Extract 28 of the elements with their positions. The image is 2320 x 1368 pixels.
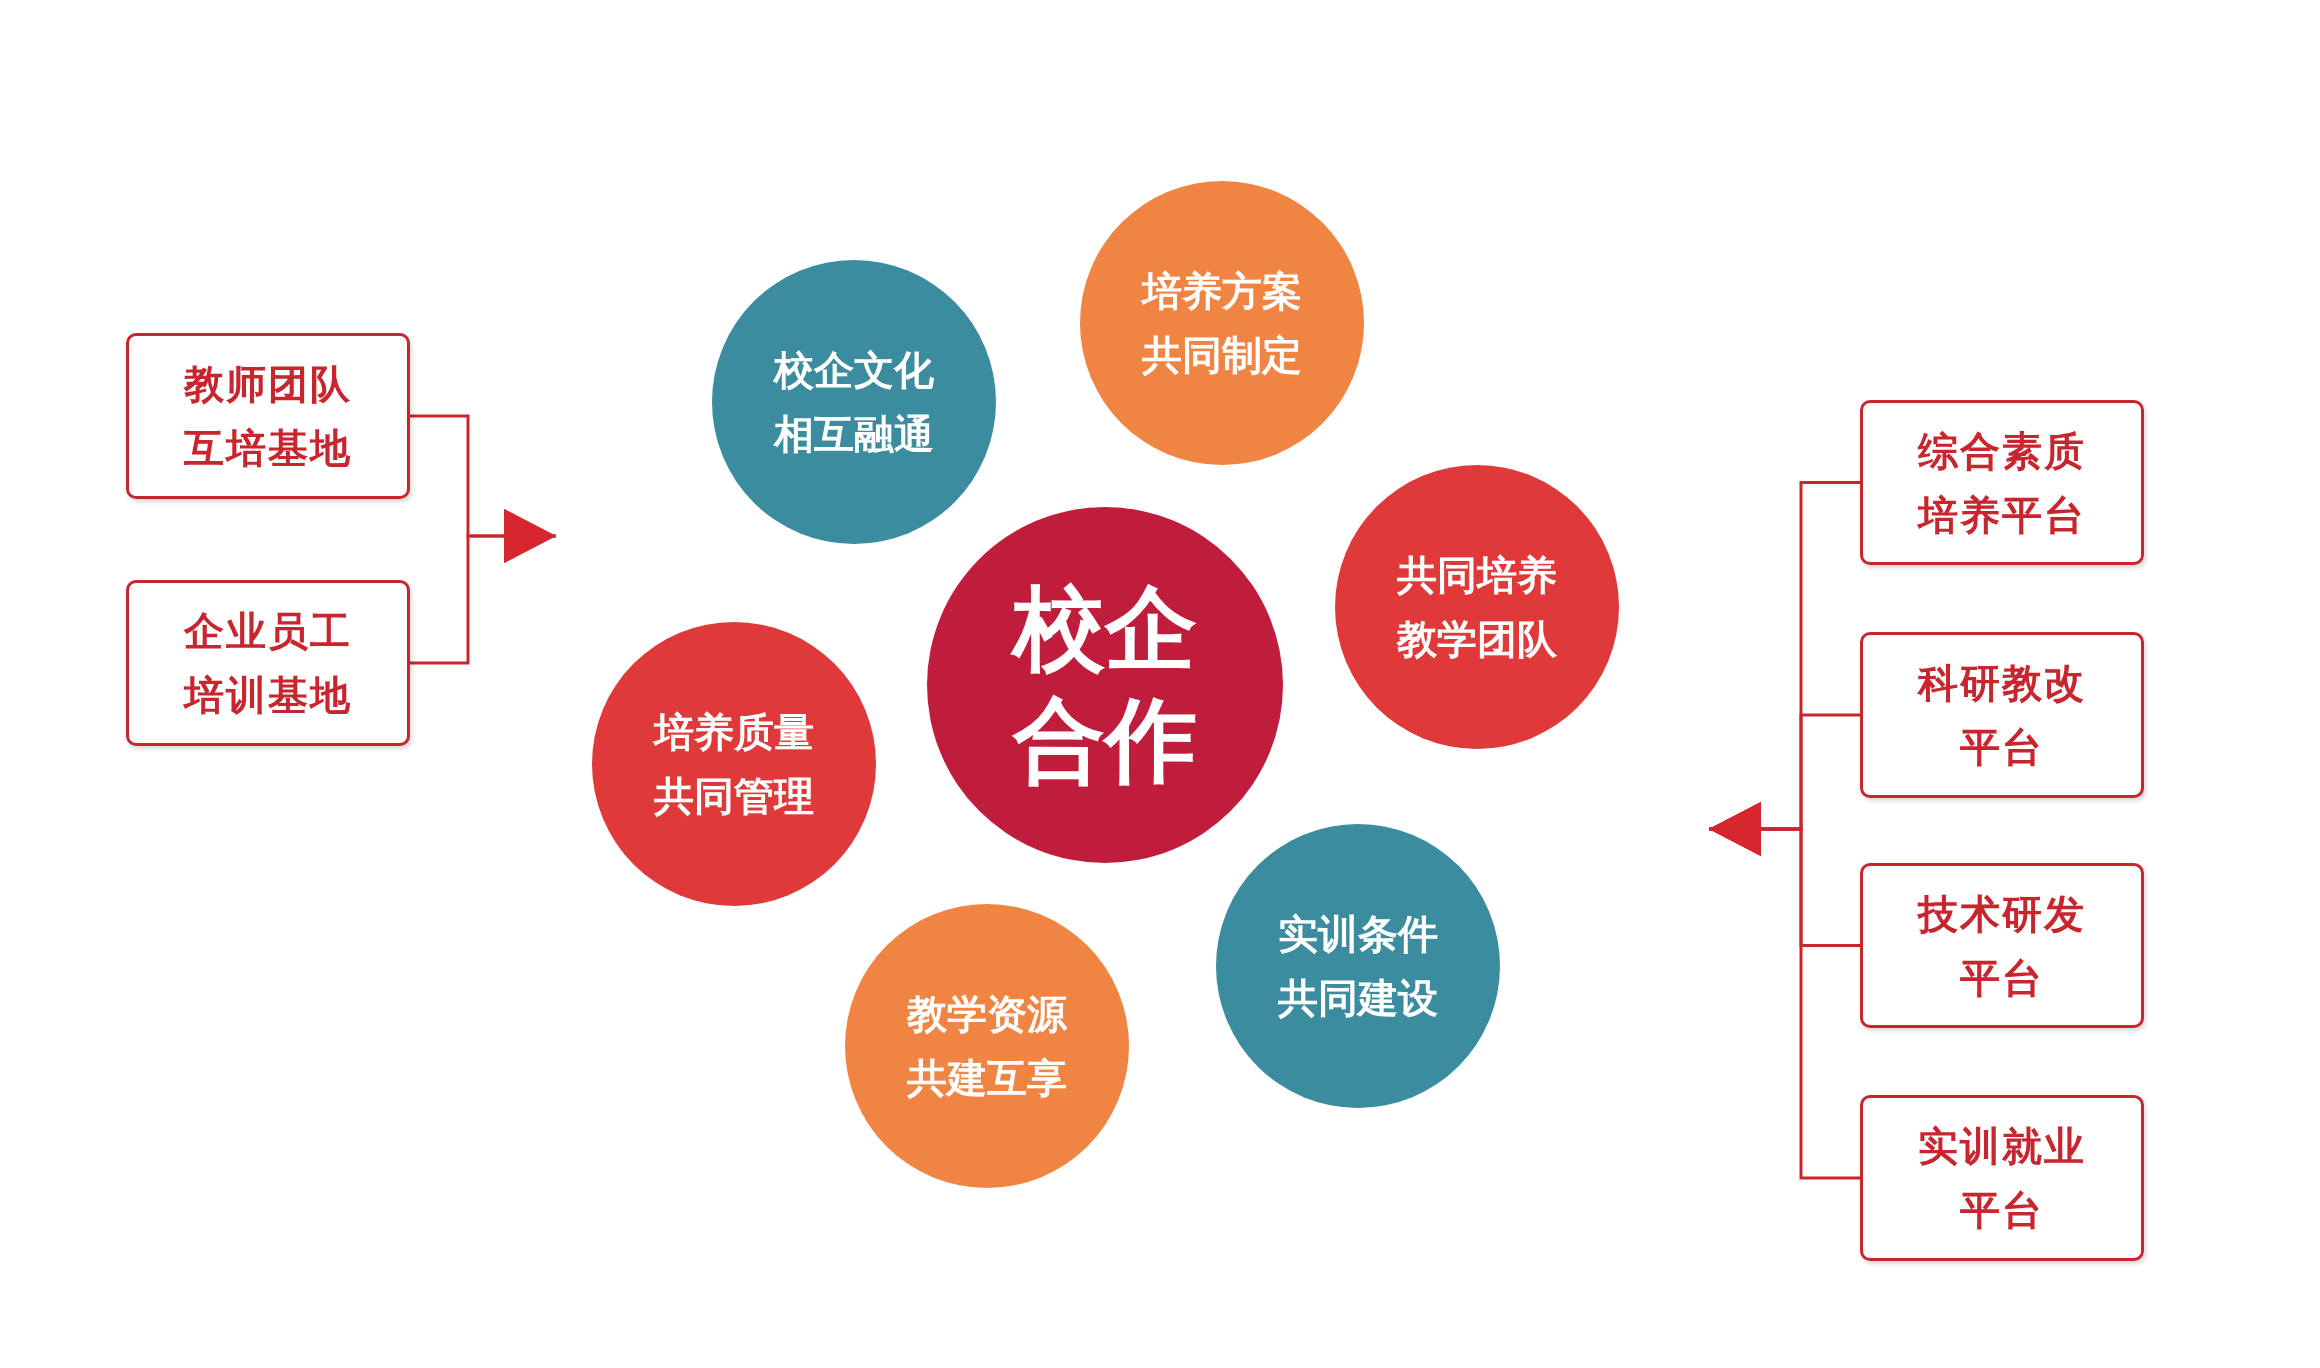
circle-label: 教学资源共建互享 bbox=[905, 990, 1069, 1103]
box-label: 企业员工培训基地 bbox=[182, 607, 353, 720]
box-label: 教师团队互培基地 bbox=[182, 360, 353, 473]
box-label: 技术研发平台 bbox=[1916, 889, 2087, 1003]
platform-box bbox=[1860, 632, 2144, 798]
platform-box bbox=[1860, 1095, 2144, 1261]
topic-circle bbox=[592, 622, 876, 906]
box-label: 综合素质培养平台 bbox=[1916, 426, 2087, 540]
connector-arrow bbox=[1709, 802, 1860, 1180]
platform-box bbox=[1860, 863, 2144, 1028]
connector-arrow bbox=[410, 509, 556, 665]
circle-label: 培养方案共同制定 bbox=[1140, 267, 1303, 380]
circle-label: 校企合作 bbox=[1005, 573, 1205, 797]
topic-circle bbox=[845, 904, 1129, 1188]
topic-circle bbox=[1080, 181, 1364, 465]
platform-box bbox=[126, 580, 410, 746]
platform-box bbox=[1860, 400, 2144, 565]
circle-label: 共同培养教学团队 bbox=[1395, 551, 1558, 664]
circle-label: 培养质量共同管理 bbox=[652, 708, 815, 821]
topic-circle bbox=[1335, 465, 1619, 749]
topic-circle bbox=[712, 260, 996, 544]
box-label: 科研教改平台 bbox=[1916, 659, 2087, 772]
box-label: 实训就业平台 bbox=[1917, 1122, 2087, 1235]
topic-circle bbox=[1216, 824, 1500, 1108]
center-circle bbox=[927, 507, 1283, 863]
circle-label: 校企文化相互融通 bbox=[772, 346, 935, 459]
platform-box bbox=[126, 333, 410, 499]
circle-label: 实训条件共同建设 bbox=[1277, 910, 1439, 1023]
